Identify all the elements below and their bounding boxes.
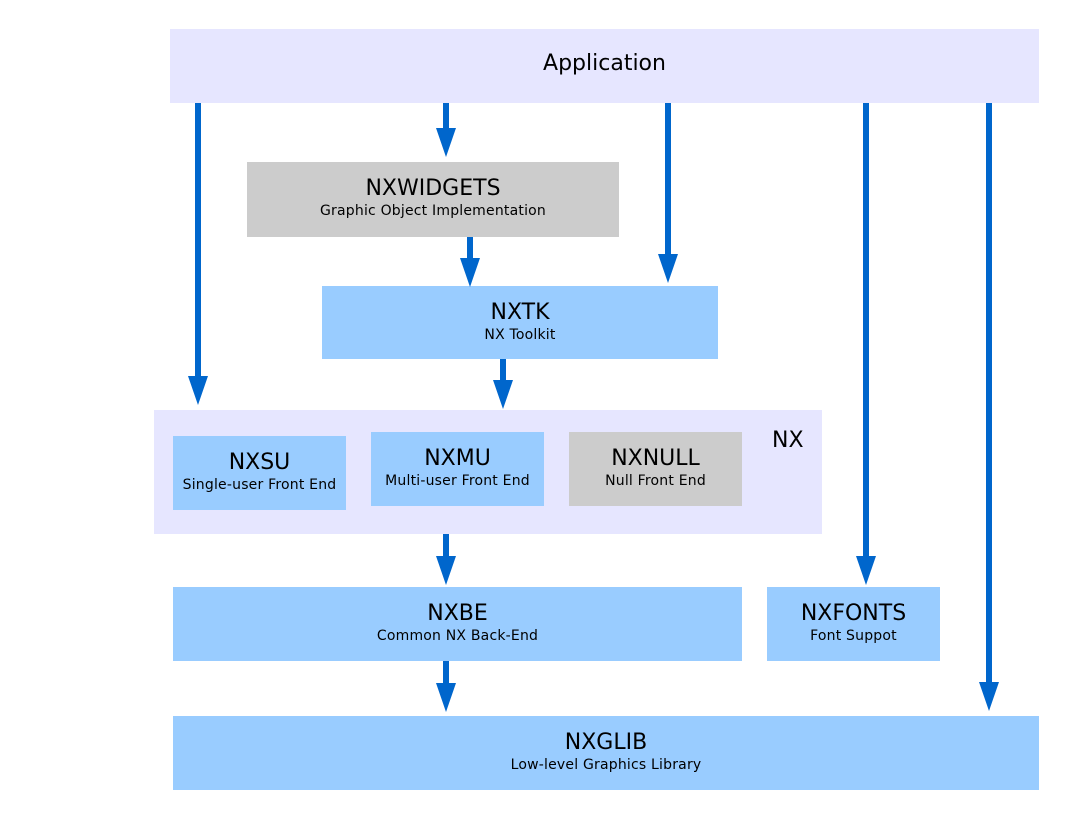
arrow-nx-to-nxbe — [436, 534, 456, 585]
arrow-app-to-nxsu — [188, 103, 208, 405]
nxwidgets-box: NXWIDGETS Graphic Object Implementation — [247, 162, 619, 237]
nxwidgets-title: NXWIDGETS — [365, 176, 501, 201]
nxbe-box: NXBE Common NX Back-End — [173, 587, 742, 661]
arrow-app-to-nxwidgets — [436, 103, 456, 157]
nxmu-title: NXMU — [424, 446, 491, 471]
arrow-app-to-nxfonts — [856, 103, 876, 585]
nxnull-box: NXNULL Null Front End — [569, 432, 742, 506]
application-layer: Application — [170, 29, 1039, 103]
nxtk-subtitle: NX Toolkit — [484, 327, 556, 343]
nxfonts-title: NXFONTS — [800, 601, 907, 626]
nxnull-subtitle: Null Front End — [605, 473, 706, 489]
nxbe-subtitle: Common NX Back-End — [376, 628, 539, 644]
nxsu-title: NXSU — [228, 450, 291, 475]
nxfonts-subtitle: Font Suppot — [810, 628, 897, 644]
nxwidgets-subtitle: Graphic Object Implementation — [320, 203, 546, 219]
nx-label: NX — [772, 428, 804, 453]
nxmu-subtitle: Multi-user Front End — [385, 473, 530, 489]
arrow-nxbe-to-nxglib — [436, 661, 456, 712]
nxsu-subtitle: Single-user Front End — [182, 477, 337, 493]
nxmu-box: NXMU Multi-user Front End — [371, 432, 544, 506]
application-label: Application — [543, 51, 666, 76]
nxtk-box: NXTK NX Toolkit — [322, 286, 718, 359]
nxglib-title: NXGLIB — [564, 730, 648, 755]
arrow-app-to-nxtk — [658, 103, 678, 283]
nxtk-title: NXTK — [490, 300, 550, 325]
nxbe-title: NXBE — [427, 601, 488, 626]
nxnull-title: NXNULL — [611, 446, 700, 471]
arrow-nxtk-to-nx — [493, 359, 513, 409]
nxsu-box: NXSU Single-user Front End — [173, 436, 346, 510]
arrow-nxwidgets-to-nxtk — [460, 237, 480, 287]
nxglib-subtitle: Low-level Graphics Library — [510, 757, 702, 773]
nxfonts-box: NXFONTS Font Suppot — [767, 587, 940, 661]
nxglib-box: NXGLIB Low-level Graphics Library — [173, 716, 1039, 790]
arrow-app-to-nxglib — [979, 103, 999, 711]
